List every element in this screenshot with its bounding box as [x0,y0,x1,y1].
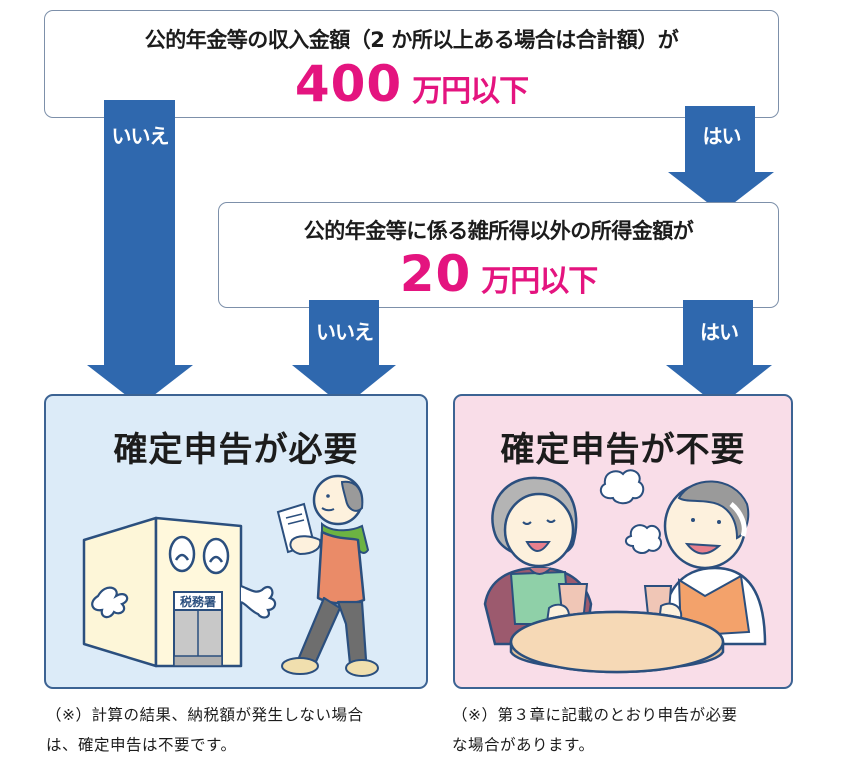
question-1-text: 公的年金等の収入金額（2 か所以上ある場合は合計額）が [144,28,679,52]
q2-no-arrow: いいえ [292,300,397,408]
result-not-required-title: 確定申告が不要 [500,430,746,470]
question-1-unit: 万円以下 [412,74,529,109]
question-2-threshold: 20 万円以下 [219,245,778,303]
note-line: は、確定申告は不要です。 [46,736,237,754]
q1-no-arrow: いいえ [87,100,193,406]
elderly-man-walking-illustration [276,474,379,677]
elderly-couple-tea-illustration [483,469,767,674]
q1-yes-label: はい [702,124,742,148]
q2-yes-label: はい [700,320,739,344]
note-line: （※）計算の結果、納税額が発生しない場合 [46,706,364,724]
q1-no-label: いいえ [111,124,170,148]
note-line: な場合があります。 [452,736,595,754]
result-not-required-box: 確定申告が不要 [453,394,793,689]
arrow-shaft [685,106,755,173]
arrow-shaft [104,100,175,366]
question-2-text: 公的年金等に係る雑所得以外の所得金額が [303,219,694,243]
arrow-shaft [683,300,753,366]
question-1-threshold: 400 万円以下 [45,55,778,113]
result-required-title: 確定申告が必要 [113,430,359,470]
question-2-unit: 万円以下 [481,264,598,299]
result-not-required-note: （※）第３章に記載のとおり申告が必要 な場合があります。 [452,700,852,760]
result-required-box: 確定申告が必要 税務署 [44,394,428,689]
note-line: （※）第３章に記載のとおり申告が必要 [452,706,738,724]
q2-yes-arrow: はい [666,300,772,408]
building-sign-text: 税務署 [180,594,216,609]
tax-office-building-illustration: 税務署 [82,516,277,668]
q1-yes-arrow: はい [668,106,775,214]
result-required-note: （※）計算の結果、納税額が発生しない場合 は、確定申告は不要です。 [46,700,446,760]
question-2-amount: 20 [399,245,472,303]
question-2-box: 公的年金等に係る雑所得以外の所得金額が 20 万円以下 [218,202,779,308]
q2-no-label: いいえ [316,320,374,344]
question-1-amount: 400 [294,55,403,113]
arrow-shaft [309,300,379,366]
